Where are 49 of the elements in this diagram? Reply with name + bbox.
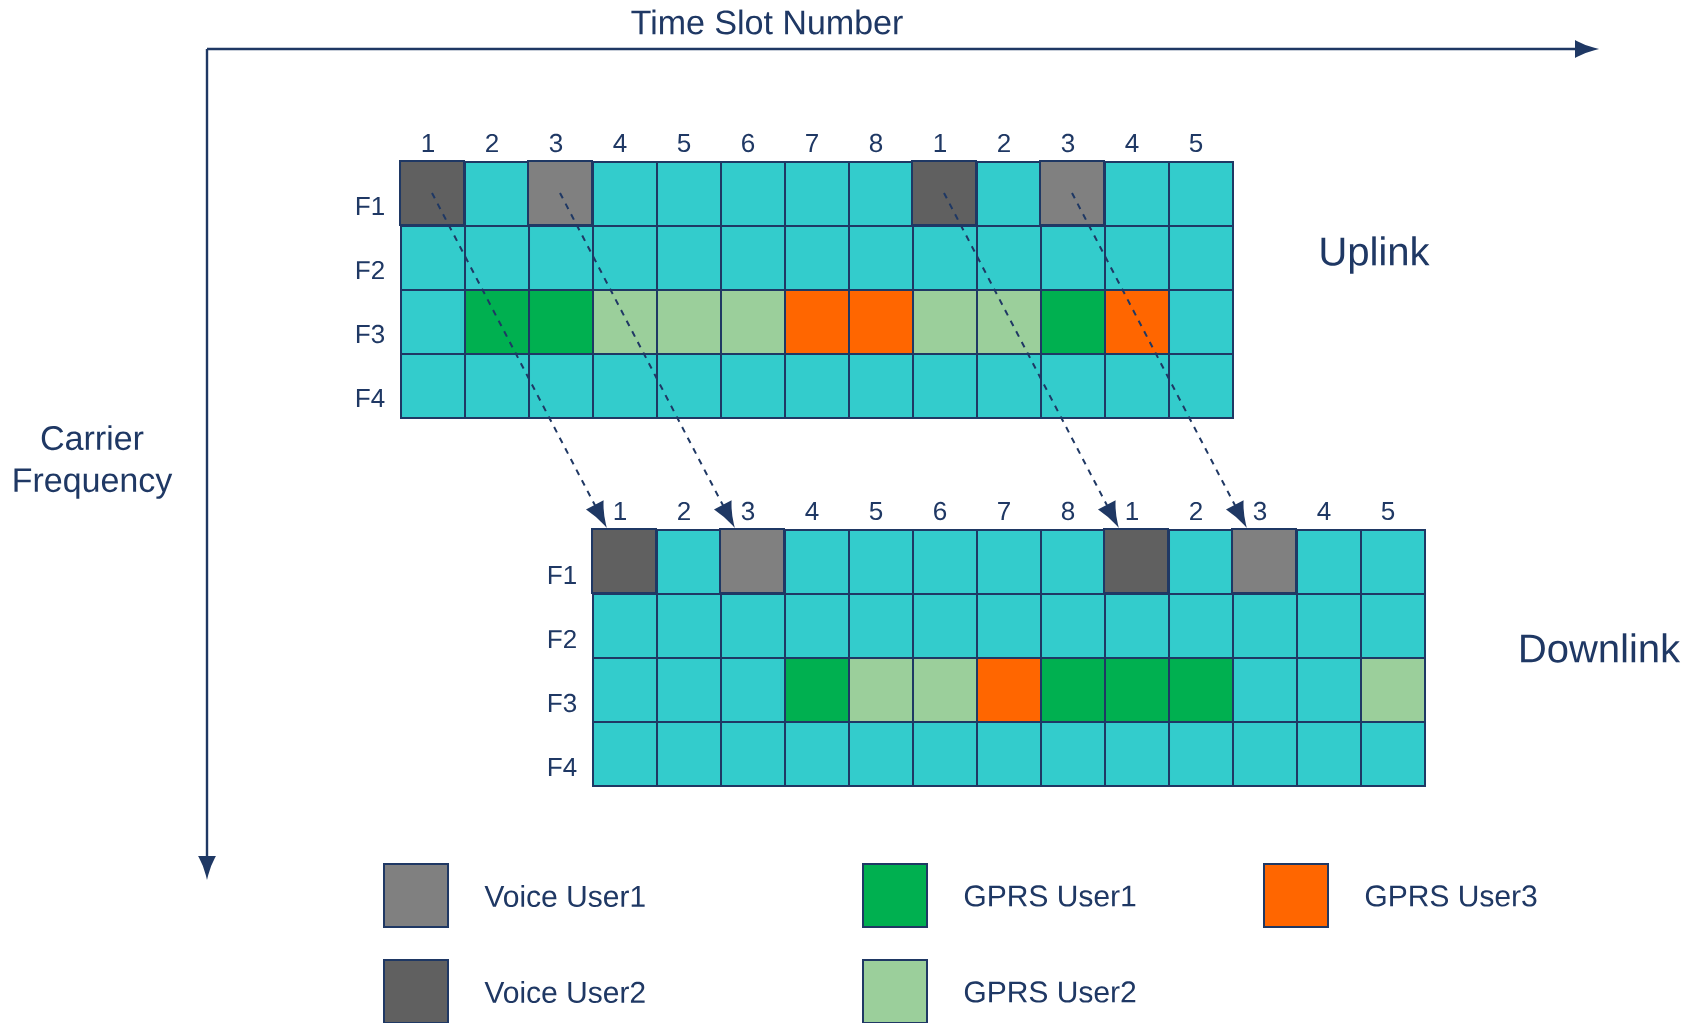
slot-number: 8 <box>869 133 883 153</box>
grid-cell <box>1103 528 1169 594</box>
grid-cell <box>591 528 657 594</box>
row-label: F3 <box>548 693 577 713</box>
row-label: F4 <box>548 758 577 776</box>
dashed-arrow <box>431 192 606 526</box>
slot-number: 6 <box>742 133 755 153</box>
grid-cell <box>719 528 785 594</box>
slot-number: 2 <box>998 133 1010 153</box>
slot-number: 7 <box>806 134 818 152</box>
legend-label: Voice User1 <box>484 885 645 907</box>
grid-cell <box>911 160 977 226</box>
slot-number: 2 <box>1190 501 1202 521</box>
slot-number: 5 <box>1381 501 1395 521</box>
grid-cell <box>527 160 593 226</box>
slot-number: 2 <box>678 501 690 521</box>
dashed-arrow <box>943 192 1118 526</box>
axis-label: Time Slot Number <box>631 9 903 35</box>
slot-number: 8 <box>1061 501 1075 521</box>
slot-number: 2 <box>486 133 498 153</box>
slot-number: 3 <box>1253 501 1267 521</box>
dashed-arrow <box>559 192 734 526</box>
axis-label: Carrier Frequency <box>14 425 173 499</box>
slot-number: 4 <box>1317 502 1331 520</box>
grid-cell <box>399 160 465 226</box>
row-label: F3 <box>356 324 385 344</box>
slot-number: 4 <box>805 502 819 520</box>
slot-number: 3 <box>741 501 755 521</box>
slot-number: 4 <box>613 134 627 152</box>
slot-number: 1 <box>614 502 626 520</box>
slot-number: 6 <box>934 501 947 521</box>
slot-number: 5 <box>869 501 883 521</box>
slot-number: 7 <box>998 502 1010 520</box>
row-label: F2 <box>356 260 384 280</box>
legend-label: GPRS User1 <box>964 885 1136 907</box>
legend-label: GPRS User3 <box>1365 885 1537 907</box>
dashed-arrow <box>1071 192 1246 526</box>
slot-number: 5 <box>1189 133 1203 153</box>
link-label: Downlink <box>1521 633 1681 663</box>
slot-number: 4 <box>1125 134 1139 152</box>
legend-label: GPRS User2 <box>964 981 1136 1003</box>
slot-number: 5 <box>677 133 691 153</box>
grid-cell <box>1039 160 1105 226</box>
legend-label: Voice User2 <box>484 981 645 1003</box>
row-label: F2 <box>548 629 576 649</box>
grid-cell <box>1231 528 1297 594</box>
row-label: F4 <box>356 389 385 407</box>
slot-number: 1 <box>1126 502 1138 520</box>
link-label: Uplink <box>1321 236 1430 274</box>
